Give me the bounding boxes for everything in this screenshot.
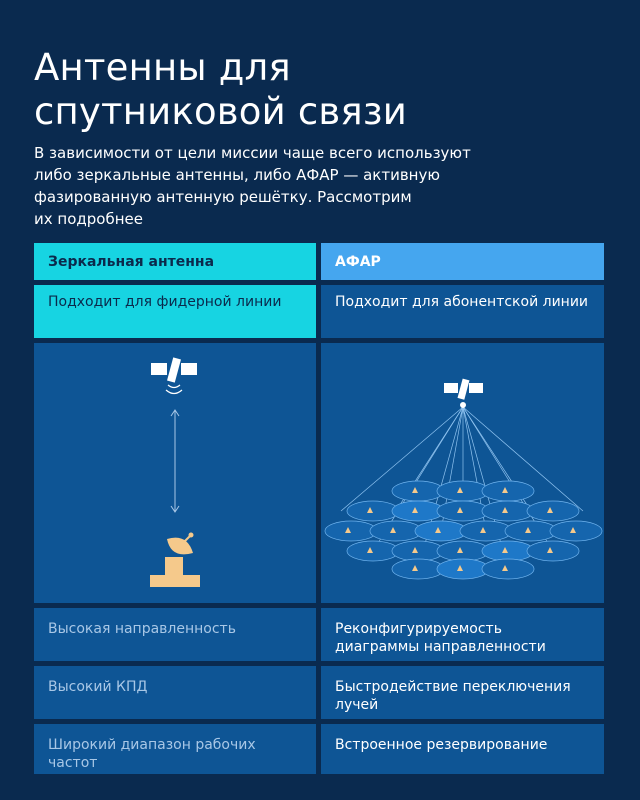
beam-cell: [436, 558, 490, 580]
user-terminal-icon: [345, 527, 351, 533]
user-terminal-icon: [480, 527, 486, 533]
reflector-illustration-svg: [150, 357, 200, 587]
user-terminal-icon: [457, 487, 463, 493]
feature-right-1: Реконфигурируемость диаграммы направленн…: [321, 608, 604, 661]
satellite-icon: [151, 357, 197, 395]
header-reflector-antenna: Зеркальная антенна: [34, 243, 316, 280]
subtitle-line-3: фазированную антенную решётку. Рассмотри…: [34, 188, 412, 206]
page-title: Антенны для спутниковой связи: [34, 46, 407, 134]
use-reflector-antenna: Подходит для фидерной линии: [34, 285, 316, 338]
feature-right-2: Быстродействие переключения лучей: [321, 666, 604, 719]
dish-antenna-icon: [150, 532, 200, 587]
user-terminal-icon: [547, 547, 553, 553]
beam-cell: [481, 540, 535, 562]
beam-cell: [346, 540, 400, 562]
user-terminal-icon: [412, 487, 418, 493]
feature-left-2: Высокий КПД: [34, 666, 316, 719]
beam-cell: [391, 558, 445, 580]
feature-right-3: Встроенное резервирование: [321, 724, 604, 774]
user-terminal-icon: [435, 527, 441, 533]
beam-cell: [481, 558, 535, 580]
title-line-2: спутниковой связи: [34, 90, 407, 133]
user-terminal-icon: [502, 565, 508, 571]
beam-cell: [391, 500, 445, 522]
title-line-1: Антенны для: [34, 46, 291, 89]
double-arrow-icon: [170, 409, 180, 513]
reflector-illustration: [34, 343, 316, 603]
user-terminal-icon: [502, 487, 508, 493]
afar-illustration-svg: [324, 378, 603, 580]
beam-cell: [391, 480, 445, 502]
beam-cell: [414, 520, 468, 542]
user-terminal-icon: [525, 527, 531, 533]
beam-cell: [436, 500, 490, 522]
user-terminal-icon: [412, 565, 418, 571]
subtitle-line-4: их подробнее: [34, 210, 143, 228]
user-terminal-icon: [547, 507, 553, 513]
beam-cell: [504, 520, 558, 542]
afar-illustration: [321, 343, 604, 603]
beam-cell: [391, 540, 445, 562]
beam-cell: [526, 500, 580, 522]
feature-left-3: Широкий диапазон рабочих частот: [34, 724, 316, 774]
beam-cell: [549, 520, 603, 542]
user-terminal-icon: [367, 547, 373, 553]
user-terminal-icon: [502, 547, 508, 553]
beam-cell: [346, 500, 400, 522]
user-terminal-icon: [570, 527, 576, 533]
use-afar: Подходит для абонентской линии: [321, 285, 604, 338]
beam-cell: [324, 520, 378, 542]
beam-line: [462, 406, 584, 512]
beam-cell: [526, 540, 580, 562]
user-terminal-icon: [502, 507, 508, 513]
beam-cell: [481, 500, 535, 522]
user-terminal-icon: [412, 507, 418, 513]
header-afar: АФАР: [321, 243, 604, 280]
user-terminal-icon: [457, 547, 463, 553]
beam-cell: [481, 480, 535, 502]
subtitle-line-1: В зависимости от цели миссии чаще всего …: [34, 144, 471, 162]
beam-cell: [459, 520, 513, 542]
beam-line: [340, 406, 464, 512]
beam-cells-icon: [324, 406, 603, 580]
user-terminal-icon: [390, 527, 396, 533]
user-terminal-icon: [367, 507, 373, 513]
user-terminal-icon: [457, 507, 463, 513]
user-terminal-icon: [457, 565, 463, 571]
subtitle-line-2: либо зеркальные антенны, либо АФАР — акт…: [34, 166, 440, 184]
feature-left-1: Высокая направленность: [34, 608, 316, 661]
beam-cell: [436, 540, 490, 562]
user-terminal-icon: [412, 547, 418, 553]
beam-cell: [436, 480, 490, 502]
beam-cell: [369, 520, 423, 542]
page-subtitle: В зависимости от цели миссии чаще всего …: [34, 142, 594, 230]
satellite-icon: [444, 378, 483, 408]
